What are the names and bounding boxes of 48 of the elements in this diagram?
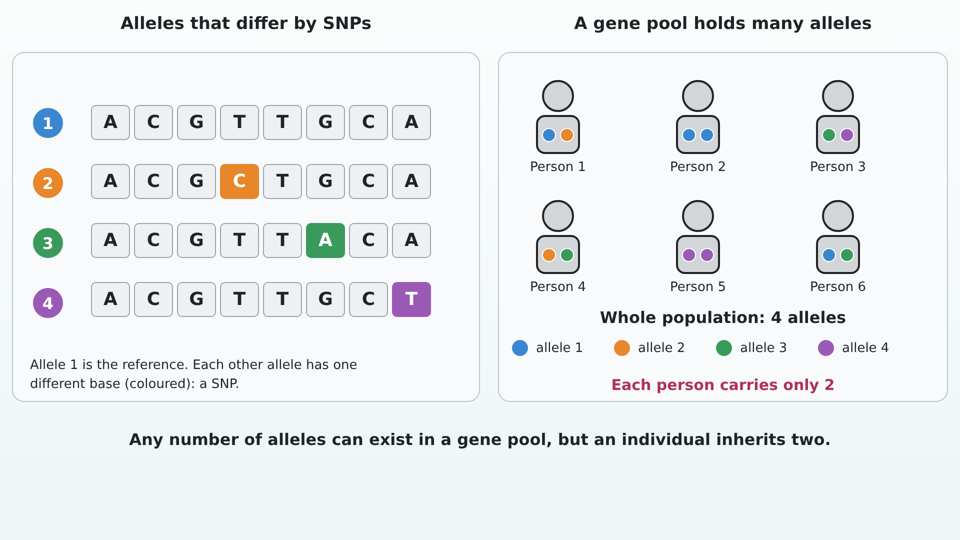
base-tile: C xyxy=(349,105,388,140)
base-tile: C xyxy=(349,282,388,317)
base-tile: A xyxy=(392,105,431,140)
base-tile: C xyxy=(134,164,173,199)
legend-text: allele 3 xyxy=(740,340,788,356)
base-tile: T xyxy=(220,223,259,258)
base-tile: T xyxy=(263,164,302,199)
person-caption: Person 5 xyxy=(668,280,728,295)
base-tile: T xyxy=(263,282,302,317)
base-tile: G xyxy=(177,223,216,258)
person-caption: Person 3 xyxy=(808,160,868,175)
base-tile: C xyxy=(134,223,173,258)
legend-text: allele 1 xyxy=(536,340,584,356)
base-tile: T xyxy=(263,223,302,258)
summary-text: Whole population: 4 alleles xyxy=(600,308,846,327)
person-caption: Person 4 xyxy=(528,280,588,295)
person-caption: Person 1 xyxy=(528,160,588,175)
base-tile: A xyxy=(91,105,130,140)
base-tile: T xyxy=(220,105,259,140)
base-tile: G xyxy=(306,105,345,140)
base-tile: G xyxy=(177,105,216,140)
base-tile: G xyxy=(177,282,216,317)
panel-heading: A gene pool holds many alleles xyxy=(573,14,873,34)
base-tile: A xyxy=(91,282,130,317)
legend-text: allele 2 xyxy=(638,340,686,356)
base-tile: C xyxy=(134,105,173,140)
base-tile: C xyxy=(349,164,388,199)
base-tile: T xyxy=(220,282,259,317)
base-tile: G xyxy=(306,282,345,317)
base-tile: G xyxy=(306,164,345,199)
base-tile: A xyxy=(392,164,431,199)
base-tile: G xyxy=(177,164,216,199)
legend-text: allele 4 xyxy=(842,340,890,356)
caption-text: Any number of alleles can exist in a gene pool, but an individual inherits two. xyxy=(129,430,831,449)
person-caption: Person 6 xyxy=(808,280,868,295)
base-tile: T xyxy=(392,282,431,317)
base-tile: A xyxy=(306,223,345,258)
note-text: Allele 1 is the reference. Each other allele has one different base (coloured): a SNP. xyxy=(30,357,358,394)
panel-heading: Alleles that differ by SNPs xyxy=(120,14,372,34)
base-tile: A xyxy=(91,164,130,199)
highlight-note: Each person carries only 2 xyxy=(611,376,835,394)
base-tile: C xyxy=(220,164,259,199)
base-tile: C xyxy=(134,282,173,317)
base-tile: A xyxy=(91,223,130,258)
base-tile: A xyxy=(392,223,431,258)
base-tile: T xyxy=(263,105,302,140)
base-tile: C xyxy=(349,223,388,258)
person-caption: Person 2 xyxy=(668,160,728,175)
